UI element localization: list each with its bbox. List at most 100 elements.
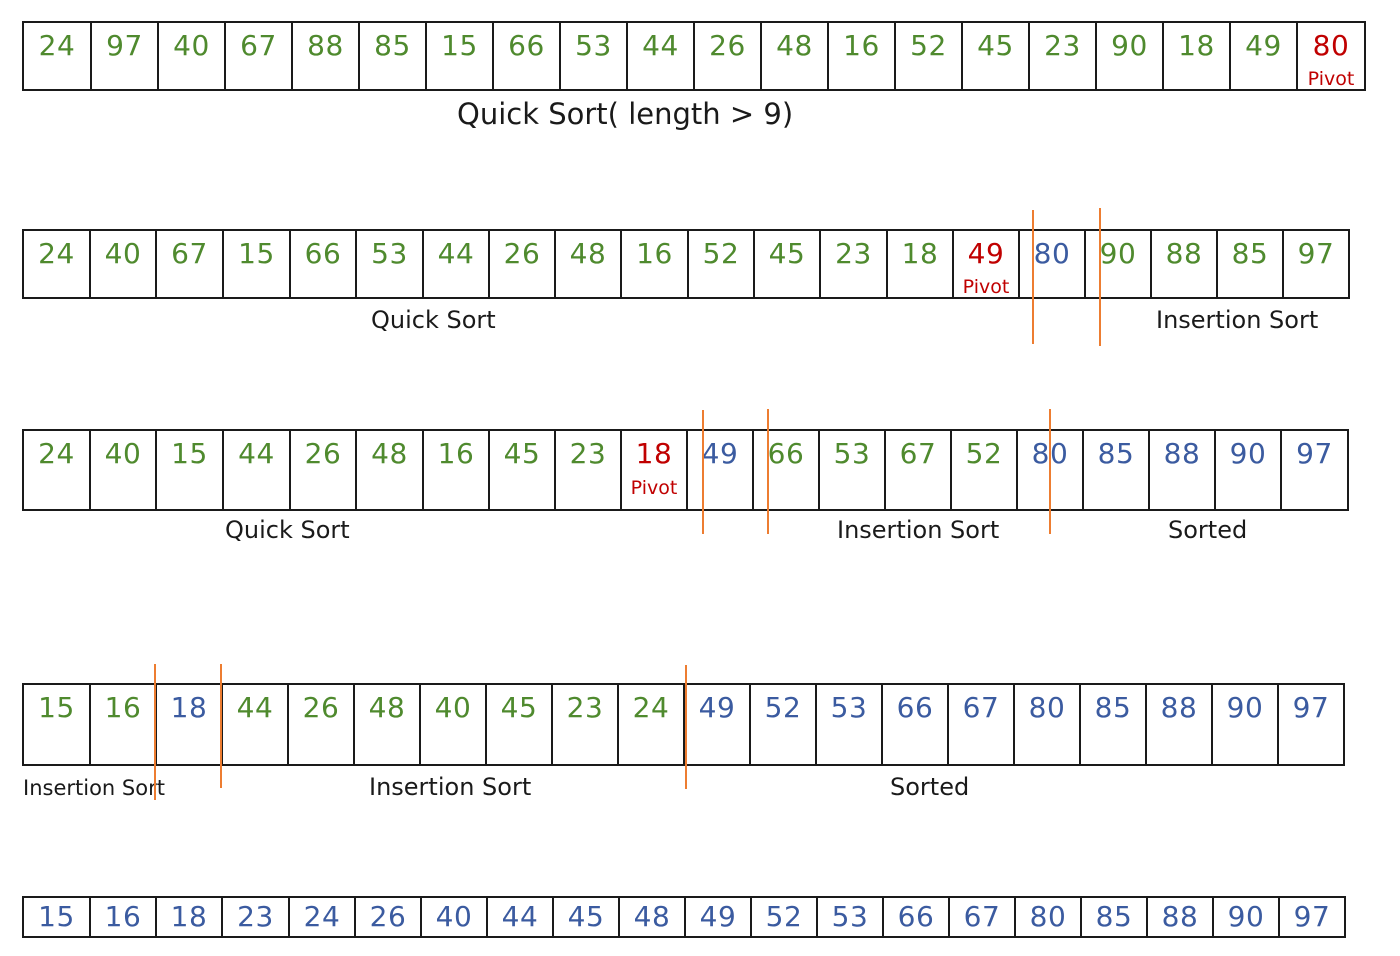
cell-value: 44 bbox=[642, 29, 679, 62]
array-cell: 48 bbox=[357, 431, 424, 509]
cell-value: 49 bbox=[967, 237, 1005, 270]
cell-value: 48 bbox=[371, 437, 408, 470]
array-cell: 90 bbox=[1086, 231, 1152, 297]
array-cell: 85 bbox=[1084, 431, 1150, 509]
array-cell: 53 bbox=[561, 23, 628, 89]
cell-value: 40 bbox=[104, 237, 142, 270]
array-cell: 52 bbox=[896, 23, 963, 89]
partition-divider bbox=[685, 665, 687, 789]
cell-value: 48 bbox=[776, 29, 813, 62]
cell-value: 49 bbox=[699, 900, 737, 933]
partition-divider bbox=[1099, 208, 1101, 346]
array-cell: 49 bbox=[1231, 23, 1298, 89]
array-cell: 97 bbox=[1280, 898, 1346, 936]
cell-value: 88 bbox=[307, 29, 344, 62]
cell-value: 18 bbox=[635, 437, 673, 470]
cell-value: 26 bbox=[503, 237, 541, 270]
cell-value: 26 bbox=[304, 437, 342, 470]
array-cell: 44 bbox=[488, 898, 554, 936]
cell-value: 97 bbox=[1292, 691, 1330, 724]
cell-value: 24 bbox=[38, 29, 76, 62]
array-cell: 97 bbox=[92, 23, 159, 89]
array-cell: 18 bbox=[157, 685, 223, 764]
cell-value: 88 bbox=[1160, 691, 1198, 724]
array-cell: 16 bbox=[424, 431, 490, 509]
cell-value: 16 bbox=[843, 29, 880, 62]
cell-value: 24 bbox=[303, 900, 341, 933]
array-cell: 80 bbox=[1016, 898, 1082, 936]
array-cell: 52 bbox=[752, 898, 818, 936]
cell-value: 23 bbox=[237, 900, 274, 933]
cell-value: 45 bbox=[500, 691, 538, 724]
array-cell: 66 bbox=[883, 685, 949, 764]
cell-value: 67 bbox=[963, 900, 1001, 933]
array-cell: 26 bbox=[490, 231, 556, 297]
cell-value: 18 bbox=[170, 900, 208, 933]
partition-divider bbox=[767, 409, 769, 534]
array-cell: 24 bbox=[24, 231, 91, 297]
array-cell: 40 bbox=[421, 685, 487, 764]
cell-value: 97 bbox=[1293, 900, 1331, 933]
array-cell: 40 bbox=[91, 431, 157, 509]
stage-label-sorted: Sorted bbox=[1168, 516, 1248, 544]
cell-value: 67 bbox=[171, 237, 208, 270]
stage-label-insertion-sort: Insertion Sort bbox=[369, 773, 532, 801]
array-cell: 23 bbox=[556, 431, 622, 509]
cell-value: 45 bbox=[503, 437, 541, 470]
array-cell: 85 bbox=[1218, 231, 1284, 297]
array-cell: 44 bbox=[223, 685, 289, 764]
array-cell: 26 bbox=[695, 23, 762, 89]
array-cell: 45 bbox=[490, 431, 556, 509]
array-cell: 66 bbox=[291, 231, 357, 297]
cell-value: 23 bbox=[566, 691, 604, 724]
array-cell: 15 bbox=[24, 685, 91, 764]
array-cell: 80 bbox=[1015, 685, 1081, 764]
array-cell: 66 bbox=[754, 431, 820, 509]
array-cell: 16 bbox=[91, 685, 157, 764]
cell-value: 90 bbox=[1226, 691, 1264, 724]
partition-divider bbox=[1049, 409, 1051, 534]
array-cell: 90 bbox=[1214, 898, 1280, 936]
array-cell: 45 bbox=[963, 23, 1030, 89]
cell-value: 48 bbox=[368, 691, 406, 724]
array-cell: 40 bbox=[91, 231, 157, 297]
array-cell: 97 bbox=[1279, 685, 1345, 764]
array-cell: 26 bbox=[356, 898, 422, 936]
array-cell: 23 bbox=[223, 898, 290, 936]
array-cell: 97 bbox=[1282, 431, 1349, 509]
cell-value: 23 bbox=[835, 237, 872, 270]
stage-label-insertion-sort: Insertion Sort bbox=[23, 776, 165, 800]
array-cell: 24 bbox=[24, 431, 91, 509]
array-cell: 40 bbox=[159, 23, 226, 89]
array-cell: 44 bbox=[224, 431, 291, 509]
array-cell: 18 bbox=[888, 231, 954, 297]
array-cell: 66 bbox=[884, 898, 950, 936]
cell-value: 48 bbox=[633, 900, 671, 933]
cell-value: 15 bbox=[38, 691, 75, 724]
cell-value: 16 bbox=[104, 900, 142, 933]
array-cell: 66 bbox=[494, 23, 561, 89]
array-cell: 45 bbox=[554, 898, 620, 936]
cell-value: 45 bbox=[567, 900, 605, 933]
cell-value: 52 bbox=[965, 437, 1003, 470]
cell-value: 44 bbox=[236, 691, 274, 724]
cell-value: 85 bbox=[1097, 437, 1135, 470]
cell-value: 45 bbox=[768, 237, 806, 270]
array-cell: 90 bbox=[1213, 685, 1279, 764]
array-cell: 85 bbox=[1081, 685, 1147, 764]
cell-value: 53 bbox=[830, 691, 868, 724]
cell-value: 18 bbox=[1178, 29, 1215, 62]
cell-value: 16 bbox=[104, 691, 142, 724]
cell-value: 53 bbox=[831, 900, 869, 933]
cell-value: 80 bbox=[1033, 237, 1071, 270]
cell-value: 23 bbox=[1044, 29, 1081, 62]
cell-value: 26 bbox=[709, 29, 746, 62]
cell-value: 44 bbox=[238, 437, 275, 470]
cell-value: 66 bbox=[896, 691, 934, 724]
array-cell: 97 bbox=[1284, 231, 1350, 297]
array-cell: 45 bbox=[487, 685, 553, 764]
